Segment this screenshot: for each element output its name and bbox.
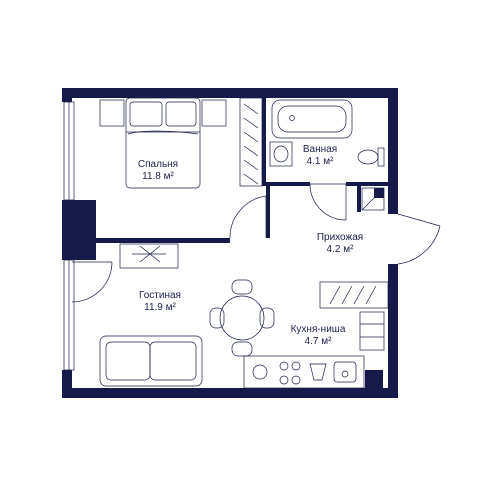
kitchen-shelving bbox=[359, 311, 385, 351]
room-name-hallway: Прихожая bbox=[317, 232, 363, 243]
room-area-bedroom: 11.8 м² bbox=[142, 171, 174, 182]
toilet bbox=[357, 147, 385, 167]
room-name-living: Гостиная bbox=[139, 290, 181, 301]
nightstand-right bbox=[201, 99, 227, 127]
nightstand-left bbox=[99, 99, 125, 127]
window-living bbox=[63, 259, 75, 371]
shaft-bathroom bbox=[361, 187, 385, 211]
room-label-bedroom: Спальня 11.8 м² bbox=[138, 159, 178, 182]
room-name-bedroom: Спальня bbox=[138, 159, 178, 170]
walls bbox=[62, 88, 398, 398]
room-area-hallway: 4.2 м² bbox=[327, 244, 355, 255]
room-name-kitchen: Кухня-ниша bbox=[291, 324, 346, 335]
room-label-living: Гостиная 11.9 м² bbox=[139, 290, 181, 313]
door-bedroom bbox=[229, 195, 267, 239]
room-label-hallway: Прихожая 4.2 м² bbox=[317, 232, 363, 255]
bedroom-wardrobe bbox=[239, 97, 263, 187]
double-bed bbox=[125, 97, 201, 189]
window-bedroom bbox=[63, 101, 75, 201]
room-area-living: 11.9 м² bbox=[144, 302, 176, 313]
room-label-kitchen: Кухня-ниша 4.7 м² bbox=[291, 324, 346, 347]
room-area-kitchen: 4.7 м² bbox=[305, 336, 333, 347]
sink bbox=[269, 141, 293, 167]
room-area-bathroom: 4.1 м² bbox=[307, 156, 335, 167]
tv-unit bbox=[119, 243, 179, 269]
kitchen-counter bbox=[243, 355, 365, 389]
door-bathroom bbox=[309, 183, 347, 221]
sofa bbox=[99, 335, 203, 387]
dining-table bbox=[209, 279, 275, 357]
entrance-door bbox=[397, 213, 441, 265]
door-balcony bbox=[71, 261, 113, 303]
room-label-bathroom: Ванная 4.1 м² bbox=[303, 144, 337, 167]
kitchen-upper-cabinets bbox=[319, 281, 389, 309]
room-name-bathroom: Ванная bbox=[303, 144, 337, 155]
bathtub bbox=[271, 99, 353, 139]
